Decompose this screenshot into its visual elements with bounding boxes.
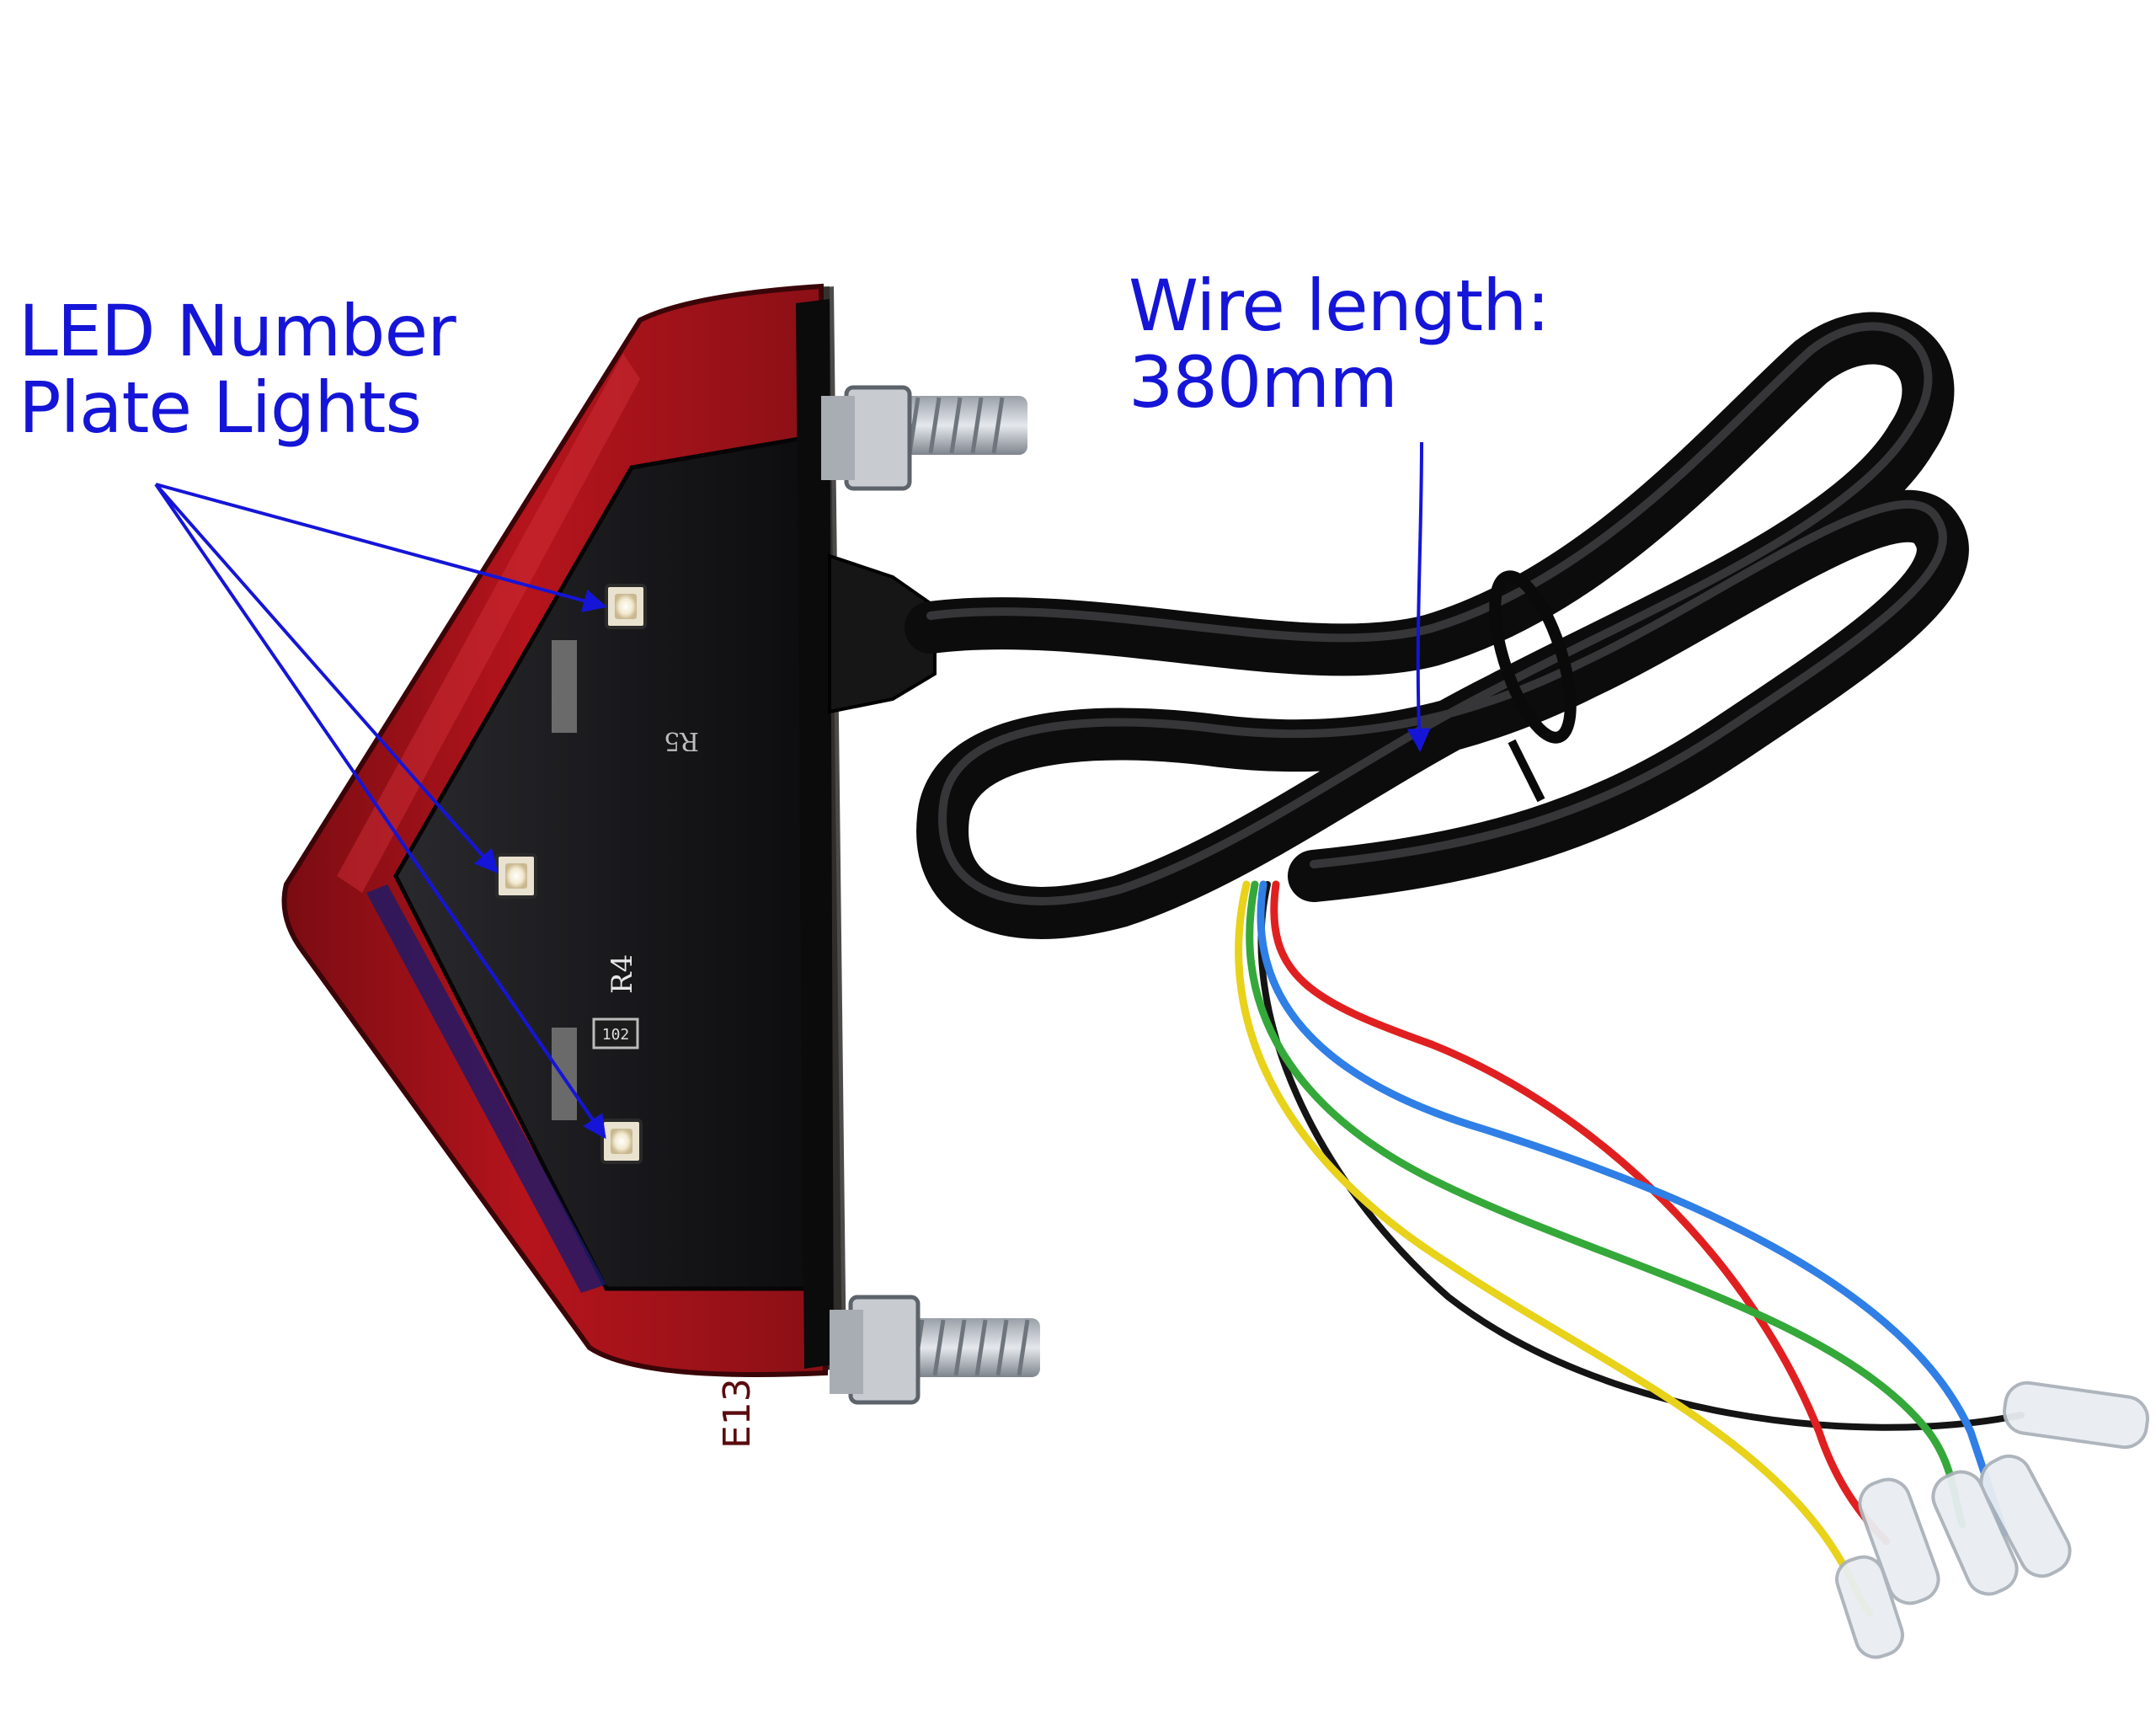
- black-cable-loop: [905, 312, 1969, 939]
- wire-red: [1270, 880, 1891, 1546]
- arrow-to-led-middle: [154, 483, 499, 874]
- led-label-line-2: Plate Lights: [19, 366, 422, 449]
- led-middle: [495, 853, 537, 899]
- housing-edge: [796, 299, 834, 1369]
- led-number-plate-lights-label: LED Number Plate Lights: [19, 293, 456, 446]
- connector-red: [1858, 1477, 1940, 1605]
- connector-yellow: [1835, 1555, 1904, 1659]
- wire-black: [1257, 881, 2025, 1431]
- mounting-bolt-bottom: [830, 1295, 1040, 1405]
- arrow-to-led-bottom: [154, 483, 606, 1140]
- arrow-to-led-top: [155, 483, 607, 612]
- led-callout-arrows: [154, 483, 607, 1140]
- wire-connectors: [1835, 1381, 2149, 1659]
- connector-black: [2003, 1381, 2149, 1450]
- connector-blue: [1979, 1454, 2072, 1578]
- wire-length-arrow: [1406, 441, 1431, 752]
- cable-tie: [1489, 570, 1577, 803]
- wire-blue: [1257, 880, 2009, 1537]
- red-lens-highlight: [337, 354, 640, 893]
- reflector-strip: [366, 884, 606, 1293]
- cable-grommet: [828, 553, 937, 714]
- wire-green: [1246, 880, 1967, 1529]
- mounting-bolt-top: [821, 385, 1027, 491]
- resistor-r4: [592, 1017, 639, 1049]
- pcb-connector-bottom: [552, 1028, 577, 1120]
- led-label-line-1: LED Number: [19, 290, 456, 372]
- pcb-connector-top: [552, 640, 577, 733]
- wire-label-line-2: 380mm: [1129, 340, 1398, 424]
- wire-length-label: Wire length: 380mm: [1129, 268, 1550, 420]
- pcb-label-r5: R5: [664, 726, 699, 756]
- resistor-code-text: 102: [602, 1026, 630, 1044]
- lens-code-text: E13: [716, 1378, 759, 1449]
- led-bottom: [600, 1119, 643, 1164]
- connector-green: [1931, 1470, 2019, 1596]
- wire-label-line-1: Wire length:: [1129, 264, 1550, 347]
- led-top: [605, 584, 647, 629]
- pcb-label-r4: R4: [606, 954, 639, 994]
